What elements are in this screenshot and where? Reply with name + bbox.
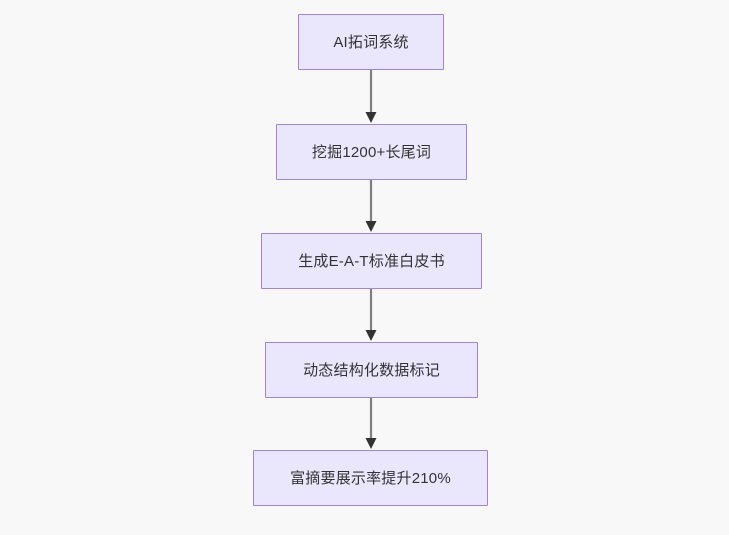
flow-node-mine-longtail-keywords[interactable]: 挖掘1200+长尾词 [276,124,467,180]
flow-node-label: 动态结构化数据标记 [303,361,440,379]
edge-node2-to-node3 [364,180,378,233]
flow-node-label: 挖掘1200+长尾词 [311,143,432,161]
edge-node4-to-node5 [364,398,378,450]
flow-node-label: 富摘要展示率提升210% [290,469,451,487]
flow-node-rich-snippet-impression-uplift[interactable]: 富摘要展示率提升210% [253,450,488,506]
flow-node-label: AI拓词系统 [333,33,409,51]
flow-node-dynamic-structured-data-markup[interactable]: 动态结构化数据标记 [265,342,478,398]
flow-node-ai-keyword-system[interactable]: AI拓词系统 [298,14,444,70]
edge-node3-to-node4 [364,289,378,342]
flow-node-label: 生成E-A-T标准白皮书 [298,252,445,270]
flow-node-generate-eat-whitepaper[interactable]: 生成E-A-T标准白皮书 [261,233,482,289]
edge-node1-to-node2 [364,70,378,124]
